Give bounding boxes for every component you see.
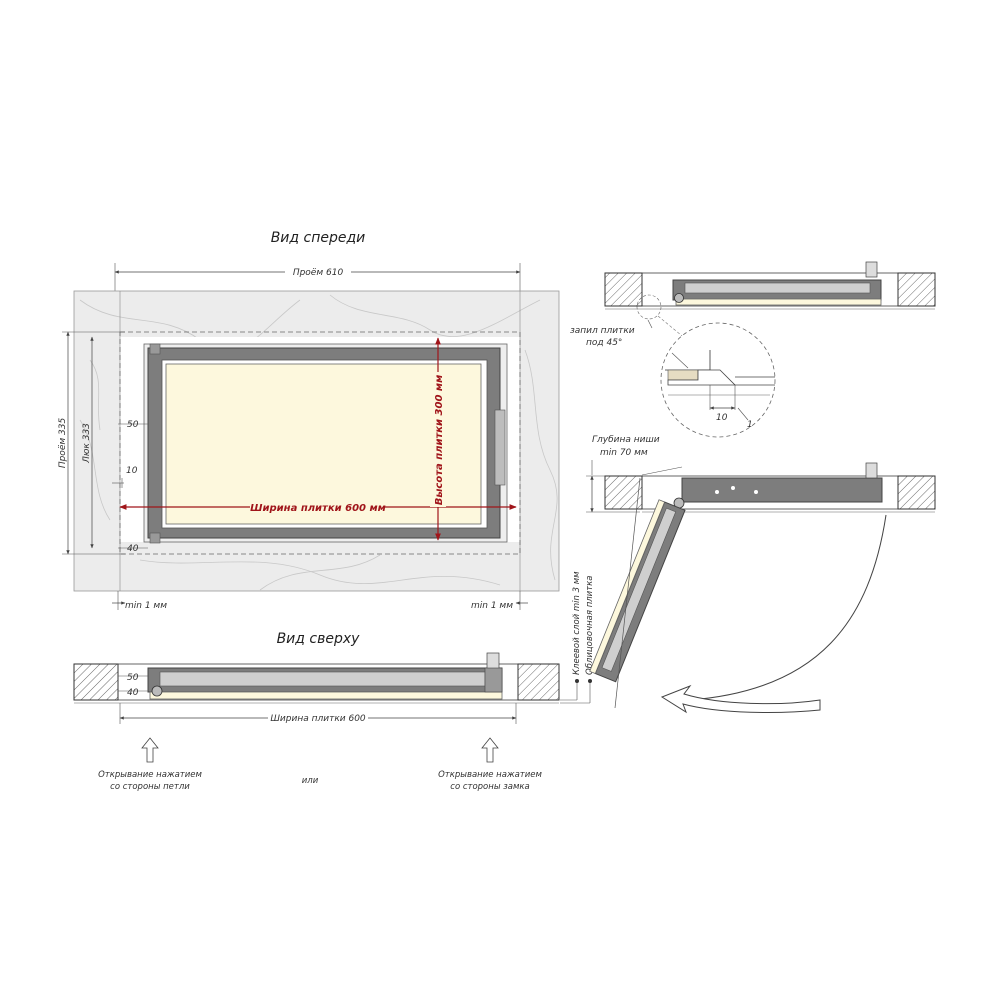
opening-height-label: Проём 335 [58,418,68,469]
tile-panel [165,363,482,525]
tile-height-label: Высота плитки 300 мм [434,375,445,506]
wall-left-section [73,663,119,701]
section-open: Глубина ниши min 70 мм [586,435,936,714]
top-tile-width-label: Ширина плитки 600 [270,714,366,724]
swing-arrow-icon [660,684,821,714]
bevel-label-2: под 45° [586,338,622,348]
lock-top-icon [486,652,500,670]
front-view-title: Вид спереди [271,230,366,246]
bevel-label-1: запил плитки [570,326,635,336]
tile-width-label: Ширина плитки 600 мм [250,503,386,514]
detail-10-label: 10 [716,413,728,423]
push-arrow-lock-icon [481,737,499,763]
top-dim-40-label: 40 [127,688,139,698]
swing-arc [689,514,887,701]
min-right-label: min 1 мм [471,601,513,611]
open-lock-label-2: со стороны замка [450,782,529,792]
detail-1-label: 1 [747,420,753,430]
marble-veins [79,294,558,591]
hinge-bottom-icon [149,532,161,544]
dim-50-label: 50 [127,420,139,430]
hinge-pin-icon [151,685,163,697]
lock-icon [494,409,506,486]
top-tile-layer [149,691,503,700]
dim-10-label: 10 [126,466,138,476]
open-hinge-label-1: Открывание нажатием [98,770,202,780]
push-arrow-hinge-icon [141,737,159,763]
or-label: или [302,776,319,786]
front-view: Вид спереди Проём 610 [58,230,560,611]
top-view: Вид сверху 50 40 Ширина плитки 600 Клеев… [73,571,595,792]
section-closed: запил плитки под 45° 10 1 [570,261,936,438]
niche-depth-label-2: min 70 мм [600,448,648,458]
adhesive-label: Клеевой слой min 3 мм [572,571,582,675]
facing-tile-label: Облицовочная плитка [585,576,595,676]
dim-40-label: 40 [127,544,139,554]
open-lock-label-1: Открывание нажатием [438,770,542,780]
top-dim-50-label: 50 [127,673,139,683]
opening-width-label: Проём 610 [293,268,344,278]
hinge-top-icon [149,343,161,355]
niche-depth-label-1: Глубина ниши [592,435,660,445]
wall-right-section [517,663,560,701]
hatch-height-label: Люк 333 [82,423,92,464]
tile-outline-dashed [119,331,521,555]
top-view-title: Вид сверху [277,631,361,647]
open-hinge-label-2: со стороны петли [110,782,190,792]
min-left-label: min 1 мм [125,601,167,611]
